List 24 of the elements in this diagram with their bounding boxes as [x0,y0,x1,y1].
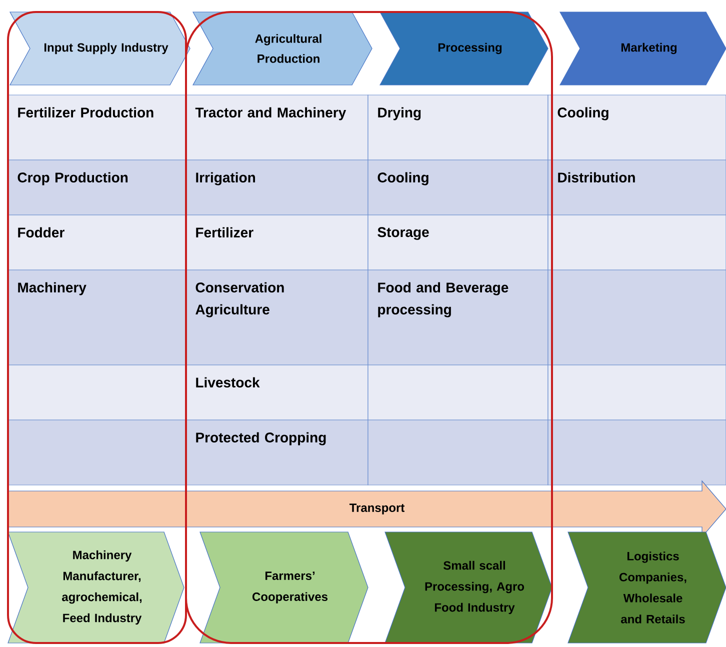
chevron-box: Agricultural Production [192,12,372,86]
cell-text: Drying [378,107,421,120]
cell-text: Crop Production [18,172,128,186]
chevron-box: Farmers’ Cooperatives [200,532,368,644]
cell-text: Storage [378,227,429,240]
chevron-box: Input Supply Industry [10,12,190,86]
cell-text: Fertilizer Production [18,107,154,118]
cell-text: Protected Cropping [196,432,326,446]
cell-text: Livestock [196,377,260,388]
chevron-box: Small scall Processing, Agro Food Industry [384,532,552,644]
cell-text: Fertilizer [196,227,254,238]
cell-text: Fodder [18,227,64,238]
cell-text: Tractor and Machinery [195,107,346,120]
chevron-box: Logistics Companies, Wholesale and Retails [568,532,726,644]
chevron-box: Machinery Manufacturer, agrochemical, Feed Industry [8,532,184,644]
cell-text: Distribution [558,172,635,182]
chevron-box: Marketing [560,12,726,86]
cell-text: Machinery [18,282,86,296]
cell-text: Irrigation [196,172,255,186]
cell-text: Cooling [558,107,608,120]
cell-text: Cooling [378,172,428,186]
cell-text: Conservation Agriculture [196,282,284,318]
cell-text: Food and Beverage processing [378,282,508,318]
chevron-box: Processing [380,12,548,86]
